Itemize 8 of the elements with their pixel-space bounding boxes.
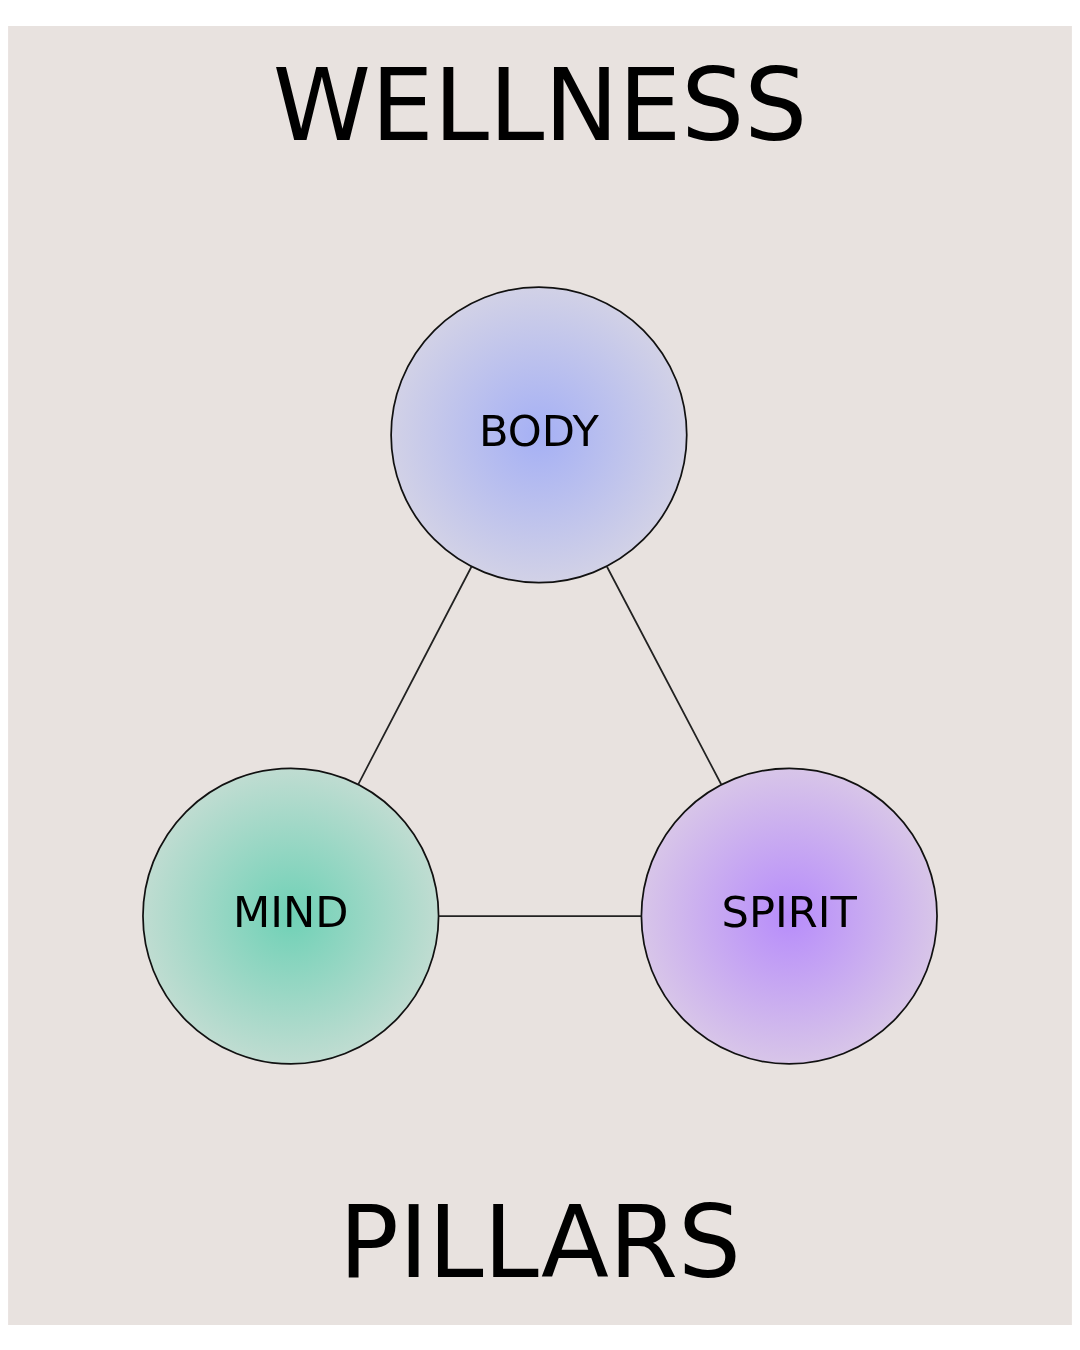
connector <box>606 565 723 785</box>
node-circle: SPIRIT <box>640 766 938 1065</box>
diagram-title: WELLNESS <box>272 47 808 163</box>
connector <box>437 914 643 917</box>
node-circle: MIND <box>142 766 440 1065</box>
connector <box>357 565 473 785</box>
node-circle: BODY <box>390 285 688 584</box>
caption: PILLARS <box>339 1184 741 1300</box>
